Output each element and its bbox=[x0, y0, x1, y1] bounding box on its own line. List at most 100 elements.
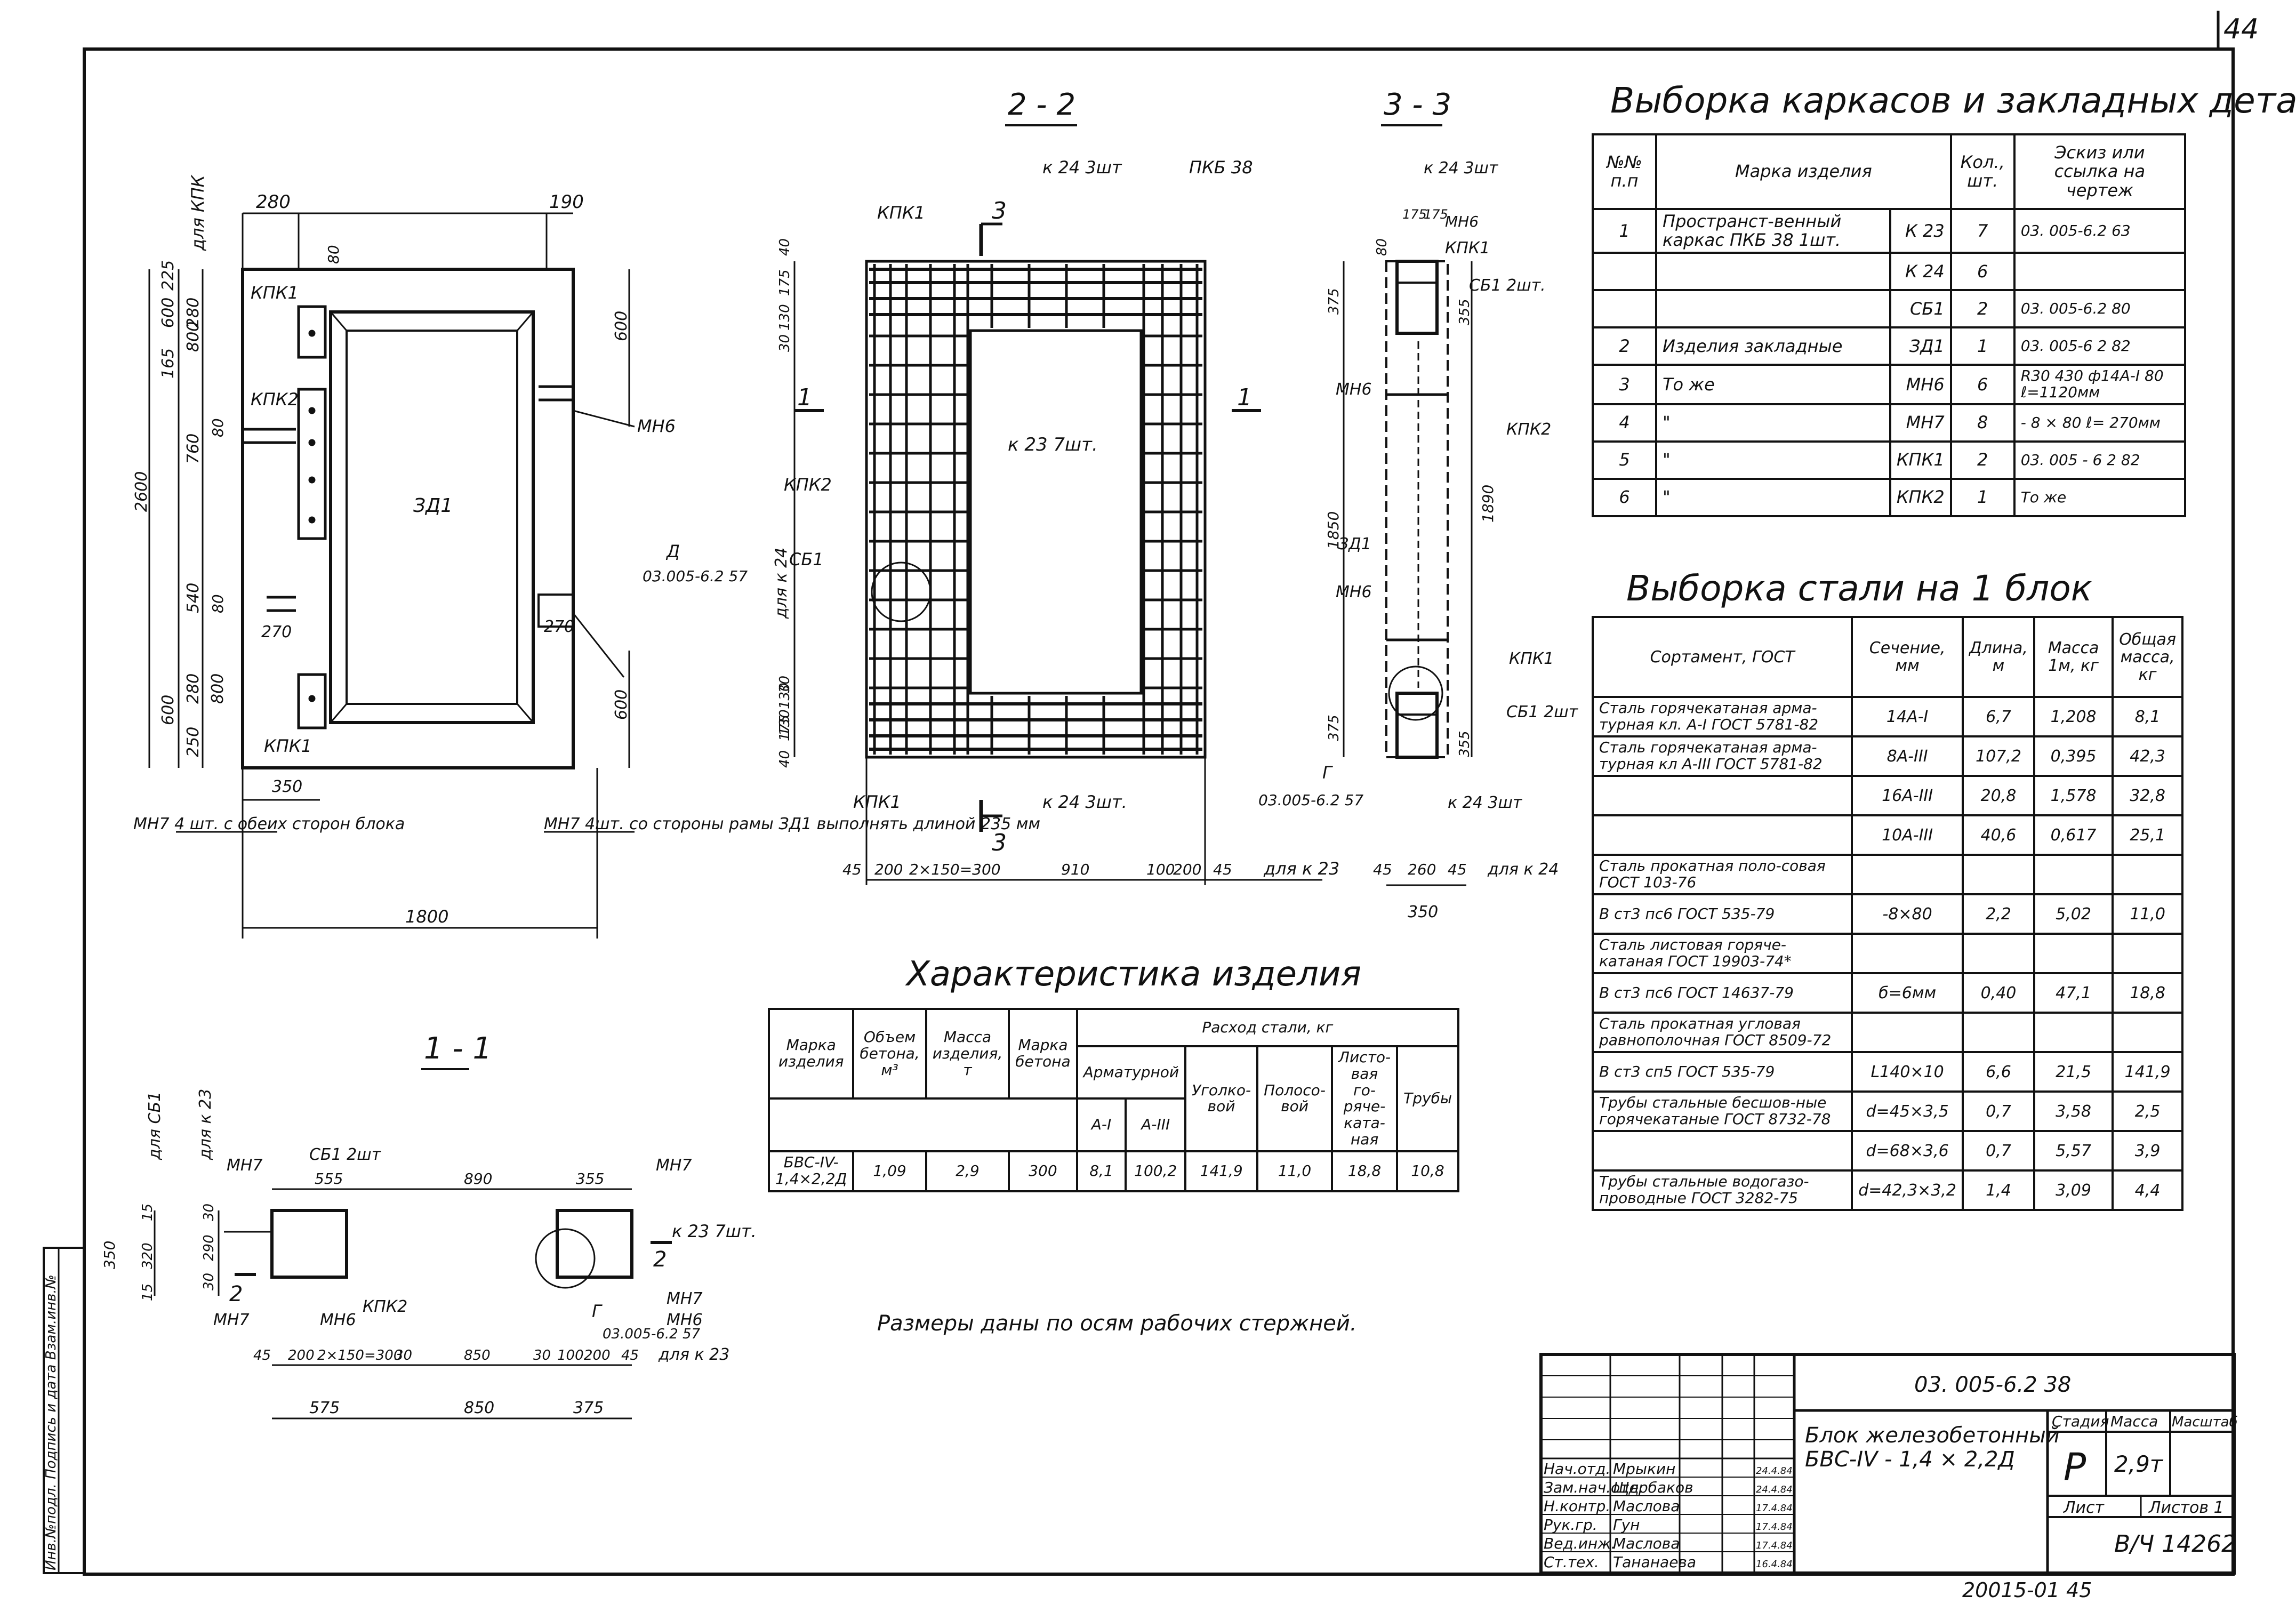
svg-text:МН6: МН6 bbox=[1336, 380, 1372, 399]
signature-role: Н.контр. bbox=[1544, 1497, 1610, 1515]
steel-cell-mass1: 47,1 bbox=[2033, 972, 2114, 1014]
svg-text:130: 130 bbox=[777, 304, 793, 331]
svg-text:45: 45 bbox=[1448, 861, 1467, 878]
char-h-a3: А-III bbox=[1125, 1097, 1187, 1152]
steel-cell-section: L140×10 bbox=[1851, 1051, 1964, 1093]
spec-header-qty: Кол., шт. bbox=[1949, 133, 2016, 210]
svg-text:350: 350 bbox=[272, 777, 302, 796]
svg-text:2600: 2600 bbox=[132, 471, 151, 512]
steel-cell-length: 0,7 bbox=[1962, 1130, 2035, 1172]
spec-cell-ref: 03. 005 - 6 2 82 bbox=[2013, 440, 2187, 480]
svg-text:КПК2: КПК2 bbox=[784, 475, 832, 495]
svg-text:03.005-6.2 57: 03.005-6.2 57 bbox=[643, 567, 748, 585]
steel-cell-total: 4,4 bbox=[2112, 1169, 2183, 1211]
steel-cell-section: 14А-I bbox=[1851, 696, 1964, 737]
steel-cell-name: В ст3 сп5 ГОСТ 535-79 bbox=[1591, 1051, 1853, 1093]
spec-cell-name bbox=[1655, 252, 1891, 292]
svg-text:190: 190 bbox=[549, 191, 584, 213]
steel-cell-name: В ст3 пс6 ГОСТ 14637-79 bbox=[1591, 972, 1853, 1014]
spec-cell-ref: 03. 005-6.2 80 bbox=[2013, 289, 2187, 329]
steel-cell-mass1: 3,09 bbox=[2033, 1169, 2114, 1211]
section-2-2-view bbox=[793, 222, 1322, 885]
svg-text:Масштаб: Масштаб bbox=[2172, 1414, 2238, 1430]
svg-text:КПК1: КПК1 bbox=[853, 792, 901, 812]
steel-cell-length: 0,40 bbox=[1962, 972, 2035, 1014]
char-h-vol: Объем бетона, м³ bbox=[852, 1007, 927, 1100]
svg-text:600: 600 bbox=[159, 298, 178, 328]
svg-text:355: 355 bbox=[576, 1170, 604, 1188]
steel-cell-mass1: 5,02 bbox=[2033, 893, 2114, 935]
archive-number: В/Ч 14262 bbox=[2114, 1530, 2236, 1558]
spec-table: №№ п.п Марка изделия Кол., шт. Эскиз или… bbox=[1592, 133, 2187, 517]
svg-text:575: 575 bbox=[309, 1399, 340, 1417]
svg-text:МН7 4 шт. с обеих сторон блок: МН7 4 шт. с обеих сторон блока bbox=[133, 815, 405, 833]
svg-text:Листов 1: Листов 1 bbox=[2148, 1498, 2224, 1517]
svg-text:КПК2: КПК2 bbox=[1506, 420, 1551, 439]
svg-text:555: 555 bbox=[315, 1170, 343, 1188]
steel-cell-section bbox=[1851, 933, 1964, 974]
svg-text:Г: Г bbox=[592, 1301, 603, 1321]
steel-table: Сортамент, ГОСТ Сечение, мм Длина, м Мас… bbox=[1591, 616, 2183, 1211]
svg-text:СБ1 2шт: СБ1 2шт bbox=[309, 1145, 382, 1164]
svg-text:для СБ1: для СБ1 bbox=[146, 1092, 164, 1160]
steel-cell-section: 16А-III bbox=[1851, 775, 1964, 816]
spec-cell-ref: - 8 × 80 ℓ= 270мм bbox=[2013, 403, 2187, 443]
char-h-rebar: Арматурной bbox=[1075, 1045, 1187, 1100]
spec-cell-name: То же bbox=[1655, 364, 1891, 405]
svg-text:175: 175 bbox=[777, 269, 793, 296]
svg-text:для КПК: для КПК bbox=[188, 174, 208, 251]
svg-text:МН6: МН6 bbox=[637, 416, 676, 436]
steel-cell-section: d=45×3,5 bbox=[1851, 1090, 1964, 1132]
svg-text:КПК1: КПК1 bbox=[877, 203, 925, 223]
svg-text:165: 165 bbox=[159, 348, 178, 379]
steel-cell-length: 0,7 bbox=[1962, 1090, 2035, 1132]
steel-cell-length: 40,6 bbox=[1962, 814, 2035, 856]
svg-text:600: 600 bbox=[159, 695, 178, 725]
steel-row: Сталь горячекатаная арма-турная кл. А-I … bbox=[1591, 696, 2183, 737]
svg-text:600: 600 bbox=[612, 689, 631, 720]
steel-cell-length: 20,8 bbox=[1962, 775, 2035, 816]
svg-text:для к 23: для к 23 bbox=[196, 1089, 215, 1160]
char-h-strip: Полосо-вой bbox=[1256, 1045, 1333, 1152]
signature-name: Тананаева bbox=[1613, 1553, 1696, 1571]
steel-row: Трубы стальные водогазо-проводные ГОСТ 3… bbox=[1591, 1169, 2183, 1211]
steel-cell-mass1 bbox=[2033, 854, 2114, 895]
section-3-3-view bbox=[1343, 260, 1473, 886]
svg-text:15: 15 bbox=[140, 1204, 156, 1221]
spec-cell-qty: 6 bbox=[1949, 252, 2016, 292]
svg-text:2,9т: 2,9т bbox=[2114, 1451, 2164, 1477]
spec-cell-sub: МН6 bbox=[1889, 364, 1952, 405]
svg-text:45: 45 bbox=[253, 1348, 271, 1364]
svg-text:30: 30 bbox=[533, 1348, 551, 1364]
char-h-a1: А-I bbox=[1075, 1097, 1127, 1152]
svg-text:270: 270 bbox=[261, 623, 292, 641]
steel-row: Сталь листовая горяче-катаная ГОСТ 19903… bbox=[1591, 933, 2183, 974]
steel-cell-name: Сталь листовая горяче-катаная ГОСТ 19903… bbox=[1591, 933, 1853, 974]
svg-text:к 24 3шт: к 24 3шт bbox=[1042, 157, 1122, 178]
spec-cell-qty: 1 bbox=[1949, 477, 2016, 517]
steel-cell-mass1: 0,617 bbox=[2033, 814, 2114, 856]
signature-date: 24.4.84 bbox=[1756, 1465, 1793, 1477]
svg-text:МН7 4шт. со стороны рамы ЗД1: МН7 4шт. со стороны рамы ЗД1 выполнять д… bbox=[544, 815, 1040, 833]
svg-text:30: 30 bbox=[395, 1348, 412, 1364]
spec-cell-qty: 2 bbox=[1949, 440, 2016, 480]
svg-text:225: 225 bbox=[159, 260, 178, 291]
svg-text:350: 350 bbox=[1408, 903, 1438, 921]
section-1-1-text: 1 - 1 СБ1 2шт МН7 МН7 к 23 7шт. МН7 МН6 … bbox=[101, 1031, 757, 1417]
title-line-2: БВС-IV - 1,4 × 2,2Д bbox=[1805, 1447, 2015, 1472]
svg-text:СБ1 2шт.: СБ1 2шт. bbox=[1469, 276, 1546, 295]
svg-text:910: 910 bbox=[1061, 861, 1089, 878]
svg-text:290: 290 bbox=[201, 1234, 217, 1261]
steel-cell-section: б=6мм bbox=[1851, 972, 1964, 1014]
steel-cell-name bbox=[1591, 1130, 1853, 1172]
svg-text:270: 270 bbox=[544, 617, 574, 636]
steel-cell-name: Сталь горячекатаная арма-турная кл. А-I … bbox=[1591, 696, 1853, 737]
section-3-3-title: 3 - 3 bbox=[1384, 87, 1451, 122]
spec-cell-no: 3 bbox=[1592, 364, 1657, 405]
